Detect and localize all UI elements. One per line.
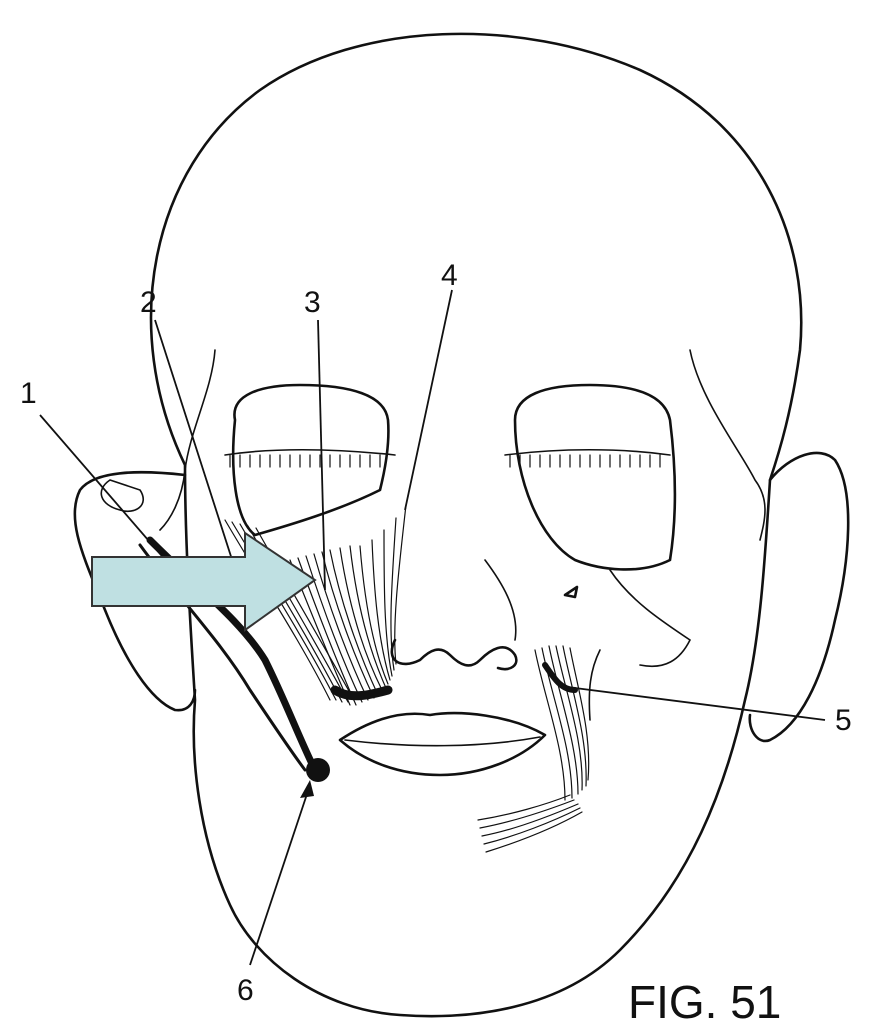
figure-caption: FIG. 51 — [628, 976, 781, 1028]
right-ear — [750, 453, 848, 741]
leader-line-3 — [318, 320, 325, 590]
mouth-line — [345, 737, 540, 746]
label-6: 6 — [237, 974, 254, 1007]
left-eyelashes — [230, 455, 380, 467]
nose — [392, 640, 517, 669]
left-cheek-contour — [160, 350, 215, 530]
label-2: 2 — [140, 286, 157, 319]
leader-arrowhead-6 — [300, 780, 314, 798]
right-eye-socket — [515, 385, 675, 569]
nose-mark — [565, 587, 577, 597]
muscle-depressor-fibers — [478, 646, 589, 852]
head-outline — [151, 34, 801, 1016]
leader-line-5 — [575, 688, 825, 720]
label-4: 4 — [441, 259, 458, 292]
left-ear-inner — [101, 480, 143, 511]
right-cheek-fold — [589, 650, 600, 720]
right-jaw-line — [610, 570, 690, 666]
right-cheek-contour — [690, 350, 765, 540]
right-eyelashes — [510, 455, 660, 467]
right-eyelid — [505, 450, 670, 455]
label-5: 5 — [835, 704, 852, 737]
leader-line-4 — [405, 290, 452, 510]
leader-line-6 — [250, 785, 310, 965]
label-3: 3 — [304, 286, 321, 319]
mouth — [340, 713, 545, 775]
highlight-arrow — [92, 533, 315, 630]
label-1: 1 — [20, 377, 37, 410]
left-eyelid — [225, 450, 395, 455]
left-eye-socket — [233, 385, 388, 535]
nose-bridge — [485, 560, 516, 640]
